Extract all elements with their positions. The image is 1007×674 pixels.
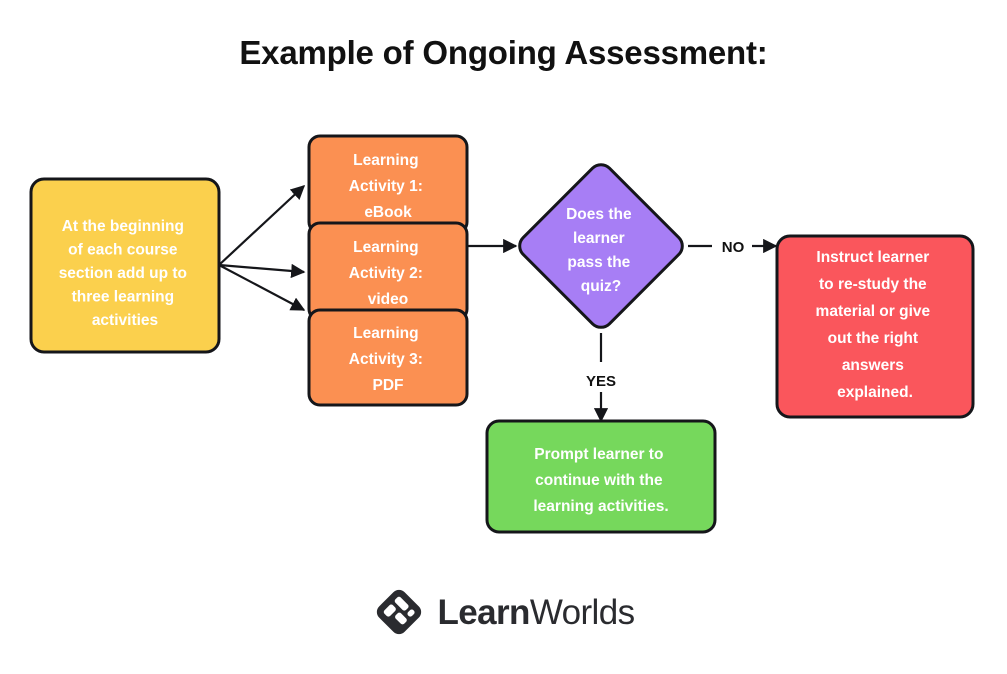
node-activity2[interactable]: Learning Activity 2: video	[307, 221, 469, 322]
node-activity1-label: Learning Activity 1: eBook	[349, 152, 427, 221]
node-fail-label: Instruct learner to re-study the materia…	[816, 249, 935, 401]
node-activity3-label: Learning Activity 3: PDF	[349, 325, 427, 394]
node-decision-label: Does the learner pass the quiz?	[566, 206, 636, 295]
edge-start-to-activity1	[218, 185, 306, 266]
node-activity3[interactable]: Learning Activity 3: PDF	[307, 308, 469, 407]
connector-group	[218, 185, 778, 423]
node-start-shape	[29, 177, 221, 354]
node-activity2-label: Learning Activity 2: video	[349, 239, 427, 308]
logo-word-worlds: Worlds	[529, 592, 635, 632]
node-pass-label: Prompt learner to continue with the lear…	[533, 446, 668, 515]
node-activity3-shape	[307, 308, 469, 407]
node-activity1[interactable]: Learning Activity 1: eBook	[307, 134, 469, 235]
learnworlds-wordmark: LearnWorlds	[437, 592, 636, 632]
edge-label-no: NO	[722, 239, 745, 256]
node-fail-shape	[775, 234, 975, 419]
node-start-label: At the beginning of each course section …	[59, 218, 192, 329]
learnworlds-logo: LearnWorlds	[0, 586, 1007, 638]
edge-start-to-activity2	[218, 263, 306, 279]
learnworlds-diamond-mark-icon	[376, 589, 421, 635]
node-pass-shape	[485, 419, 717, 534]
page-title: Example of Ongoing Assessment:	[239, 34, 768, 71]
node-decision-shape	[518, 163, 684, 329]
node-pass[interactable]: Prompt learner to continue with the lear…	[485, 419, 717, 534]
logo-word-learn: Learn	[437, 592, 531, 632]
node-fail[interactable]: Instruct learner to re-study the materia…	[775, 234, 975, 419]
edge-start-to-activity3	[218, 264, 306, 311]
node-decision[interactable]: Does the learner pass the quiz?	[515, 160, 688, 333]
edge-label-yes: YES	[586, 373, 616, 390]
node-start[interactable]: At the beginning of each course section …	[29, 177, 221, 354]
